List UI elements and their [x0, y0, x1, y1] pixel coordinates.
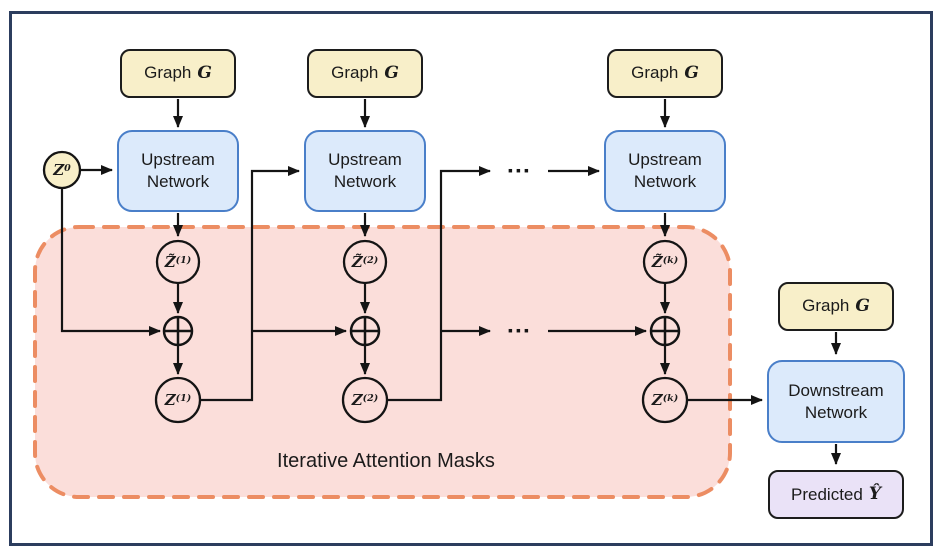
oplus-icon-1: [162, 315, 194, 347]
ztilde2-circle: [342, 239, 388, 285]
z0-circle: [42, 150, 82, 190]
z2-circle: [341, 376, 389, 424]
upstream-network-1: Upstream Network: [117, 130, 239, 212]
upstream-1-line1: Upstream: [141, 150, 215, 170]
predicted-var: Ŷ: [868, 483, 881, 504]
z1-circle: [154, 376, 202, 424]
predicted-label: Predicted: [791, 484, 863, 504]
oplus-icon-3: [649, 315, 681, 347]
ztildek-node-label: Z̃(k): [651, 253, 679, 271]
outer-frame: [9, 11, 933, 546]
ztilde1-circle: [155, 239, 201, 285]
z1-node-label: Z(1): [164, 391, 192, 409]
arrow-z2-to-ellipsis-upper: [388, 166, 491, 402]
upstream-network-3: Upstream Network: [604, 130, 726, 212]
upstream-2-line2: Network: [333, 172, 397, 191]
downstream-network: Downstream Network: [767, 360, 905, 443]
mask-region-label: Iterative Attention Masks: [277, 450, 495, 472]
upstream-1-line2: Network: [146, 172, 210, 191]
downstream-line2: Network: [804, 402, 868, 422]
z2-node-label: Z(2): [351, 391, 379, 409]
upstream-2-line1: Upstream: [328, 150, 402, 170]
upstream-network-2: Upstream Network: [304, 130, 426, 212]
oplus-icon-2: [349, 315, 381, 347]
arrow-z1-to-upstream2: [201, 166, 300, 402]
ellipsis-upstream-row: ▪▪▪: [508, 162, 532, 178]
ztilde2-node-label: Z̃(2): [351, 253, 379, 271]
upstream-3-line1: Upstream: [628, 150, 702, 170]
zk-circle: [641, 376, 689, 424]
predicted-box: Predicted Ŷ: [768, 470, 904, 519]
iterative-attention-masks-region: [33, 225, 732, 499]
upstream-3-line2: Network: [633, 172, 697, 191]
arrow-z0-to-oplus1: [60, 189, 161, 336]
ellipsis-oplus-row: ▪▪▪: [508, 322, 532, 338]
ztildek-circle: [642, 239, 688, 285]
downstream-line1: Downstream: [788, 380, 884, 400]
ztilde1-node-label: Z̃(1): [164, 253, 192, 271]
zk-node-label: Z(k): [651, 391, 679, 409]
